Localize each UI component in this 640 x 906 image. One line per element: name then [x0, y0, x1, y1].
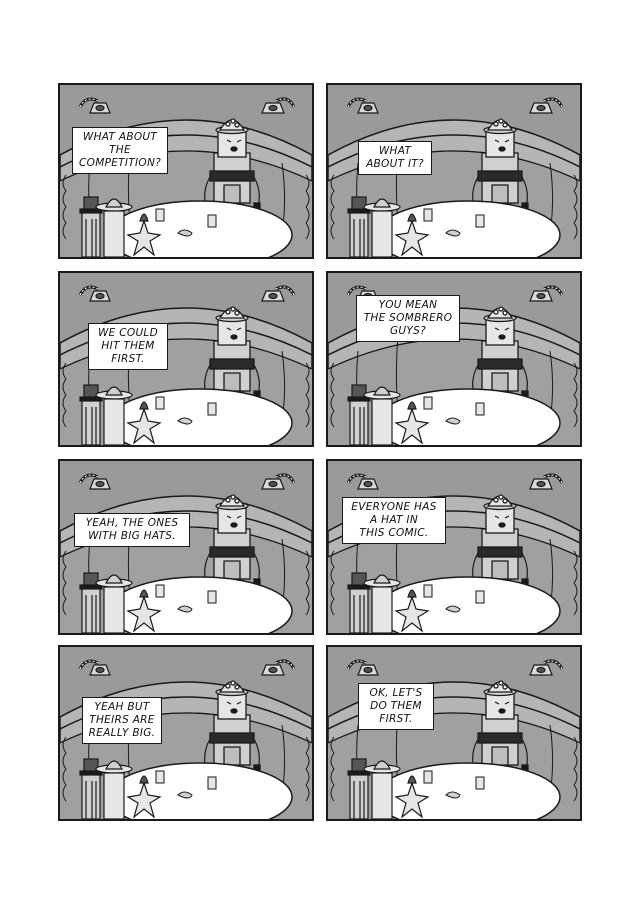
speech-line: THE	[109, 144, 131, 156]
speech-line: ABOUT IT?	[366, 158, 424, 170]
speech-line: WE COULD	[98, 327, 158, 339]
comic-panel: YEAH BUT THEIRS ARE REALLY BIG.	[58, 645, 314, 821]
speech-bubble: OK, LET'S DO THEM FIRST.	[358, 683, 434, 730]
speech-line: FIRST.	[379, 713, 413, 725]
comic-panel: YEAH, THE ONES WITH BIG HATS.	[58, 459, 314, 635]
speech-bubble: WE COULD HIT THEM FIRST.	[88, 323, 168, 370]
speech-bubble: YEAH, THE ONES WITH BIG HATS.	[74, 513, 190, 547]
speech-line: FIRST.	[111, 353, 145, 365]
speech-line: A HAT IN	[370, 514, 418, 526]
speech-line: GUYS?	[390, 325, 426, 337]
comic-panel: WHAT ABOUT THE COMPETITION?	[58, 83, 314, 259]
speech-bubble: WHAT ABOUT THE COMPETITION?	[72, 127, 168, 174]
speech-line: YEAH BUT	[94, 701, 150, 713]
speech-line: THEIRS ARE	[89, 714, 155, 726]
speech-line: HIT THEM	[101, 340, 155, 352]
comic-panel: YOU MEAN THE SOMBRERO GUYS?	[326, 271, 582, 447]
comic-panel: WE COULD HIT THEM FIRST.	[58, 271, 314, 447]
speech-line: REALLY BIG.	[88, 727, 156, 739]
comic-panel: EVERYONE HAS A HAT IN THIS COMIC.	[326, 459, 582, 635]
speech-line: THIS COMIC.	[359, 527, 429, 539]
speech-line: COMPETITION?	[79, 157, 161, 169]
speech-line: EVERYONE HAS	[351, 501, 437, 513]
speech-line: YOU MEAN	[378, 299, 438, 311]
speech-line: DO THEM	[370, 700, 422, 712]
speech-line: WITH BIG HATS.	[88, 530, 176, 542]
speech-line: THE SOMBRERO	[363, 312, 453, 324]
comic-panel: WHAT ABOUT IT?	[326, 83, 582, 259]
speech-line: WHAT ABOUT	[82, 131, 158, 143]
speech-line: WHAT	[378, 145, 412, 157]
speech-bubble: YEAH BUT THEIRS ARE REALLY BIG.	[82, 697, 162, 744]
speech-bubble: YOU MEAN THE SOMBRERO GUYS?	[356, 295, 460, 342]
speech-bubble: EVERYONE HAS A HAT IN THIS COMIC.	[342, 497, 446, 544]
comic-panel: OK, LET'S DO THEM FIRST.	[326, 645, 582, 821]
speech-bubble: WHAT ABOUT IT?	[358, 141, 432, 175]
speech-line: YEAH, THE ONES	[85, 517, 179, 529]
speech-line: OK, LET'S	[369, 687, 423, 699]
